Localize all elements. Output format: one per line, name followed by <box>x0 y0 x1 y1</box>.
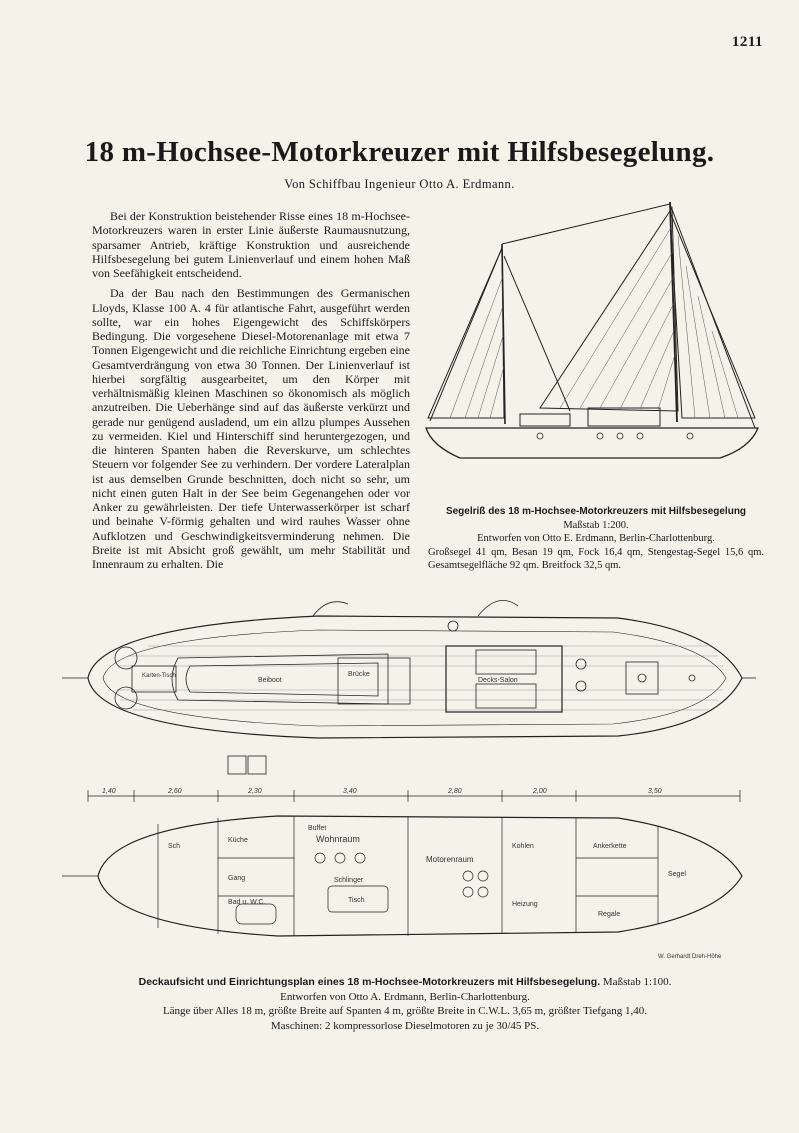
dimension-label: 3,50 <box>648 788 662 795</box>
paragraph: Bei der Konstruktion beistehender Risse … <box>92 209 410 280</box>
interior-label-bath: Bad u. W.C. <box>228 899 265 906</box>
paragraph: Da der Bau nach den Bestimmungen des Ger… <box>92 286 410 571</box>
deck-label-dinghy: Beiboot <box>258 677 282 684</box>
interior-label-sails: Segel <box>668 871 686 878</box>
sail-plan-drawing <box>425 201 759 459</box>
deck-and-interior-plan: Karten-Tisch Beiboot Brücke Decks-Salon … <box>62 599 756 960</box>
deck-label-chart-table: Karten-Tisch <box>142 673 176 679</box>
interior-label-living-room: Wohnraum <box>316 834 360 844</box>
deck-plan-scale: Maßstab 1:100. <box>602 976 672 988</box>
deck-label-salon: Decks-Salon <box>478 677 518 684</box>
deck-plan-dimensions: Länge über Alles 18 m, größte Breite auf… <box>162 1005 648 1017</box>
deck-plan-caption: Deckaufsicht und Einrichtungsplan eines … <box>60 975 750 1033</box>
dimension-label: 2,80 <box>447 788 462 795</box>
article-byline: Von Schiffbau Ingenieur Otto A. Erdmann. <box>284 177 515 191</box>
sail-plan-caption-title: Segelriß des 18 m-Hochsee-Motorkreuzers … <box>445 506 747 517</box>
dimension-label: 2,00 <box>532 788 547 795</box>
article-title: 18 m-Hochsee-Motorkreuzer mit Hilfsbeseg… <box>84 136 715 168</box>
dimension-label: 2,60 <box>167 788 182 795</box>
interior-label-coal: Kohlen <box>512 843 534 850</box>
interior-label-heating: Heizung <box>512 901 538 908</box>
drafter-signature: W. Gerhardt Dreh-Höhe <box>658 954 722 960</box>
sail-plan-scale: Maßstab 1:200. <box>563 519 629 531</box>
interior-label-anchor-chain: Ankerkette <box>593 843 627 850</box>
interior-label-kitchen: Küche <box>228 837 248 844</box>
sail-plan-caption: Segelriß des 18 m-Hochsee-Motorkreuzers … <box>428 505 764 573</box>
interior-label-shelves: Regale <box>598 911 620 918</box>
deck-plan-designer: Entworfen von Otto A. Erdmann, Berlin-Ch… <box>280 990 530 1003</box>
sail-plan-areas: Großsegel 41 qm, Besan 19 qm, Fock 16,4 … <box>428 546 764 572</box>
deck-label-bridge: Brücke <box>348 671 370 678</box>
dimension-label: 2,30 <box>247 788 262 795</box>
article-body: Bei der Konstruktion beistehender Risse … <box>92 209 410 577</box>
deck-plan-engines: Maschinen: 2 kompressorlose Dieselmotore… <box>270 1019 540 1032</box>
interior-label-schlinger: Schlinger <box>334 877 364 884</box>
interior-label-buffet: Buffet <box>308 825 326 832</box>
page-number: 1211 <box>731 34 763 50</box>
interior-label-table: Tisch <box>348 897 365 904</box>
interior-label-berth: Sch <box>168 843 180 850</box>
deck-plan-caption-title: Deckaufsicht und Einrichtungsplan eines … <box>138 976 601 988</box>
sail-plan-designer: Entworfen von Otto E. Erdmann, Berlin-Ch… <box>477 533 715 544</box>
interior-label-engine-room: Motorenraum <box>426 855 474 864</box>
dimension-label: 3,40 <box>343 788 357 795</box>
dimension-label: 1,40 <box>102 788 116 795</box>
interior-label-corridor: Gang <box>228 875 245 882</box>
